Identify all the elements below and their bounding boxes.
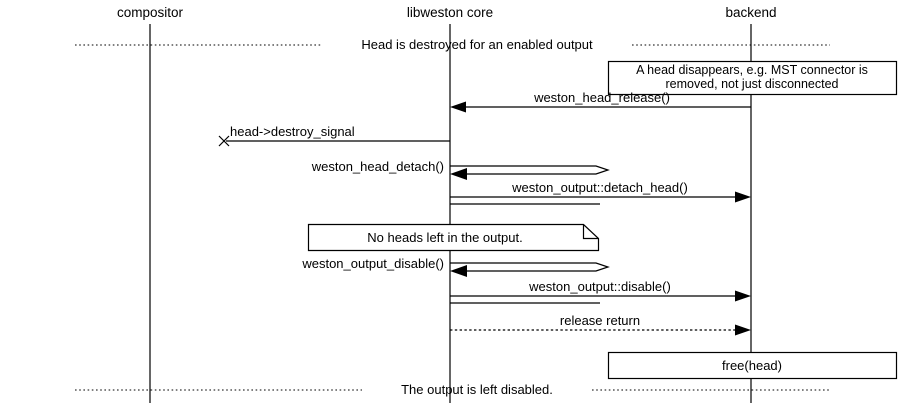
message-label-weston-output-disable-call: weston_output_disable() — [301, 256, 444, 271]
arrowhead-release-return — [735, 324, 751, 336]
x-mark-head-destroy-signal-b — [218, 135, 230, 147]
message-line-weston-output-disable-call — [450, 262, 610, 272]
note-head-disappears-line-1: A head disappears, e.g. MST connector is — [636, 63, 868, 77]
actor-label-libweston-core: libweston core — [407, 5, 493, 20]
message-label-weston-head-detach: weston_head_detach() — [311, 159, 444, 174]
arrowhead-weston-output-disable-call — [450, 265, 467, 277]
message-label-weston-output-disable: weston_output::disable() — [528, 279, 671, 294]
message-label-release-return: release return — [560, 313, 640, 328]
message-label-weston-output-detach-head: weston_output::detach_head() — [511, 180, 688, 195]
actor-label-backend: backend — [725, 5, 776, 20]
separator-label-top: Head is destroyed for an enabled output — [361, 37, 593, 52]
separator-label-bottom: The output is left disabled. — [401, 382, 553, 397]
arrowhead-weston-output-disable — [735, 290, 751, 302]
arrowhead-weston-output-detach-head — [735, 191, 751, 203]
note-free-head-line-1: free(head) — [722, 358, 782, 373]
note-no-heads-left-fold — [582, 224, 599, 240]
arrowhead-weston-head-release — [450, 101, 466, 113]
note-no-heads-left-line-1: No heads left in the output. — [367, 230, 522, 245]
message-label-weston-head-release: weston_head_release() — [533, 90, 670, 105]
note-head-disappears-box — [607, 60, 898, 96]
arrowhead-weston-head-detach — [450, 168, 467, 180]
note-no-heads-left-box — [307, 223, 600, 252]
note-head-disappears-line-2: removed, not just disconnected — [665, 77, 838, 91]
message-line-weston-head-detach — [450, 165, 610, 175]
message-label-head-destroy-signal: head->destroy_signal — [230, 124, 355, 139]
actor-label-compositor: compositor — [117, 5, 184, 20]
note-free-head-box — [607, 351, 898, 380]
